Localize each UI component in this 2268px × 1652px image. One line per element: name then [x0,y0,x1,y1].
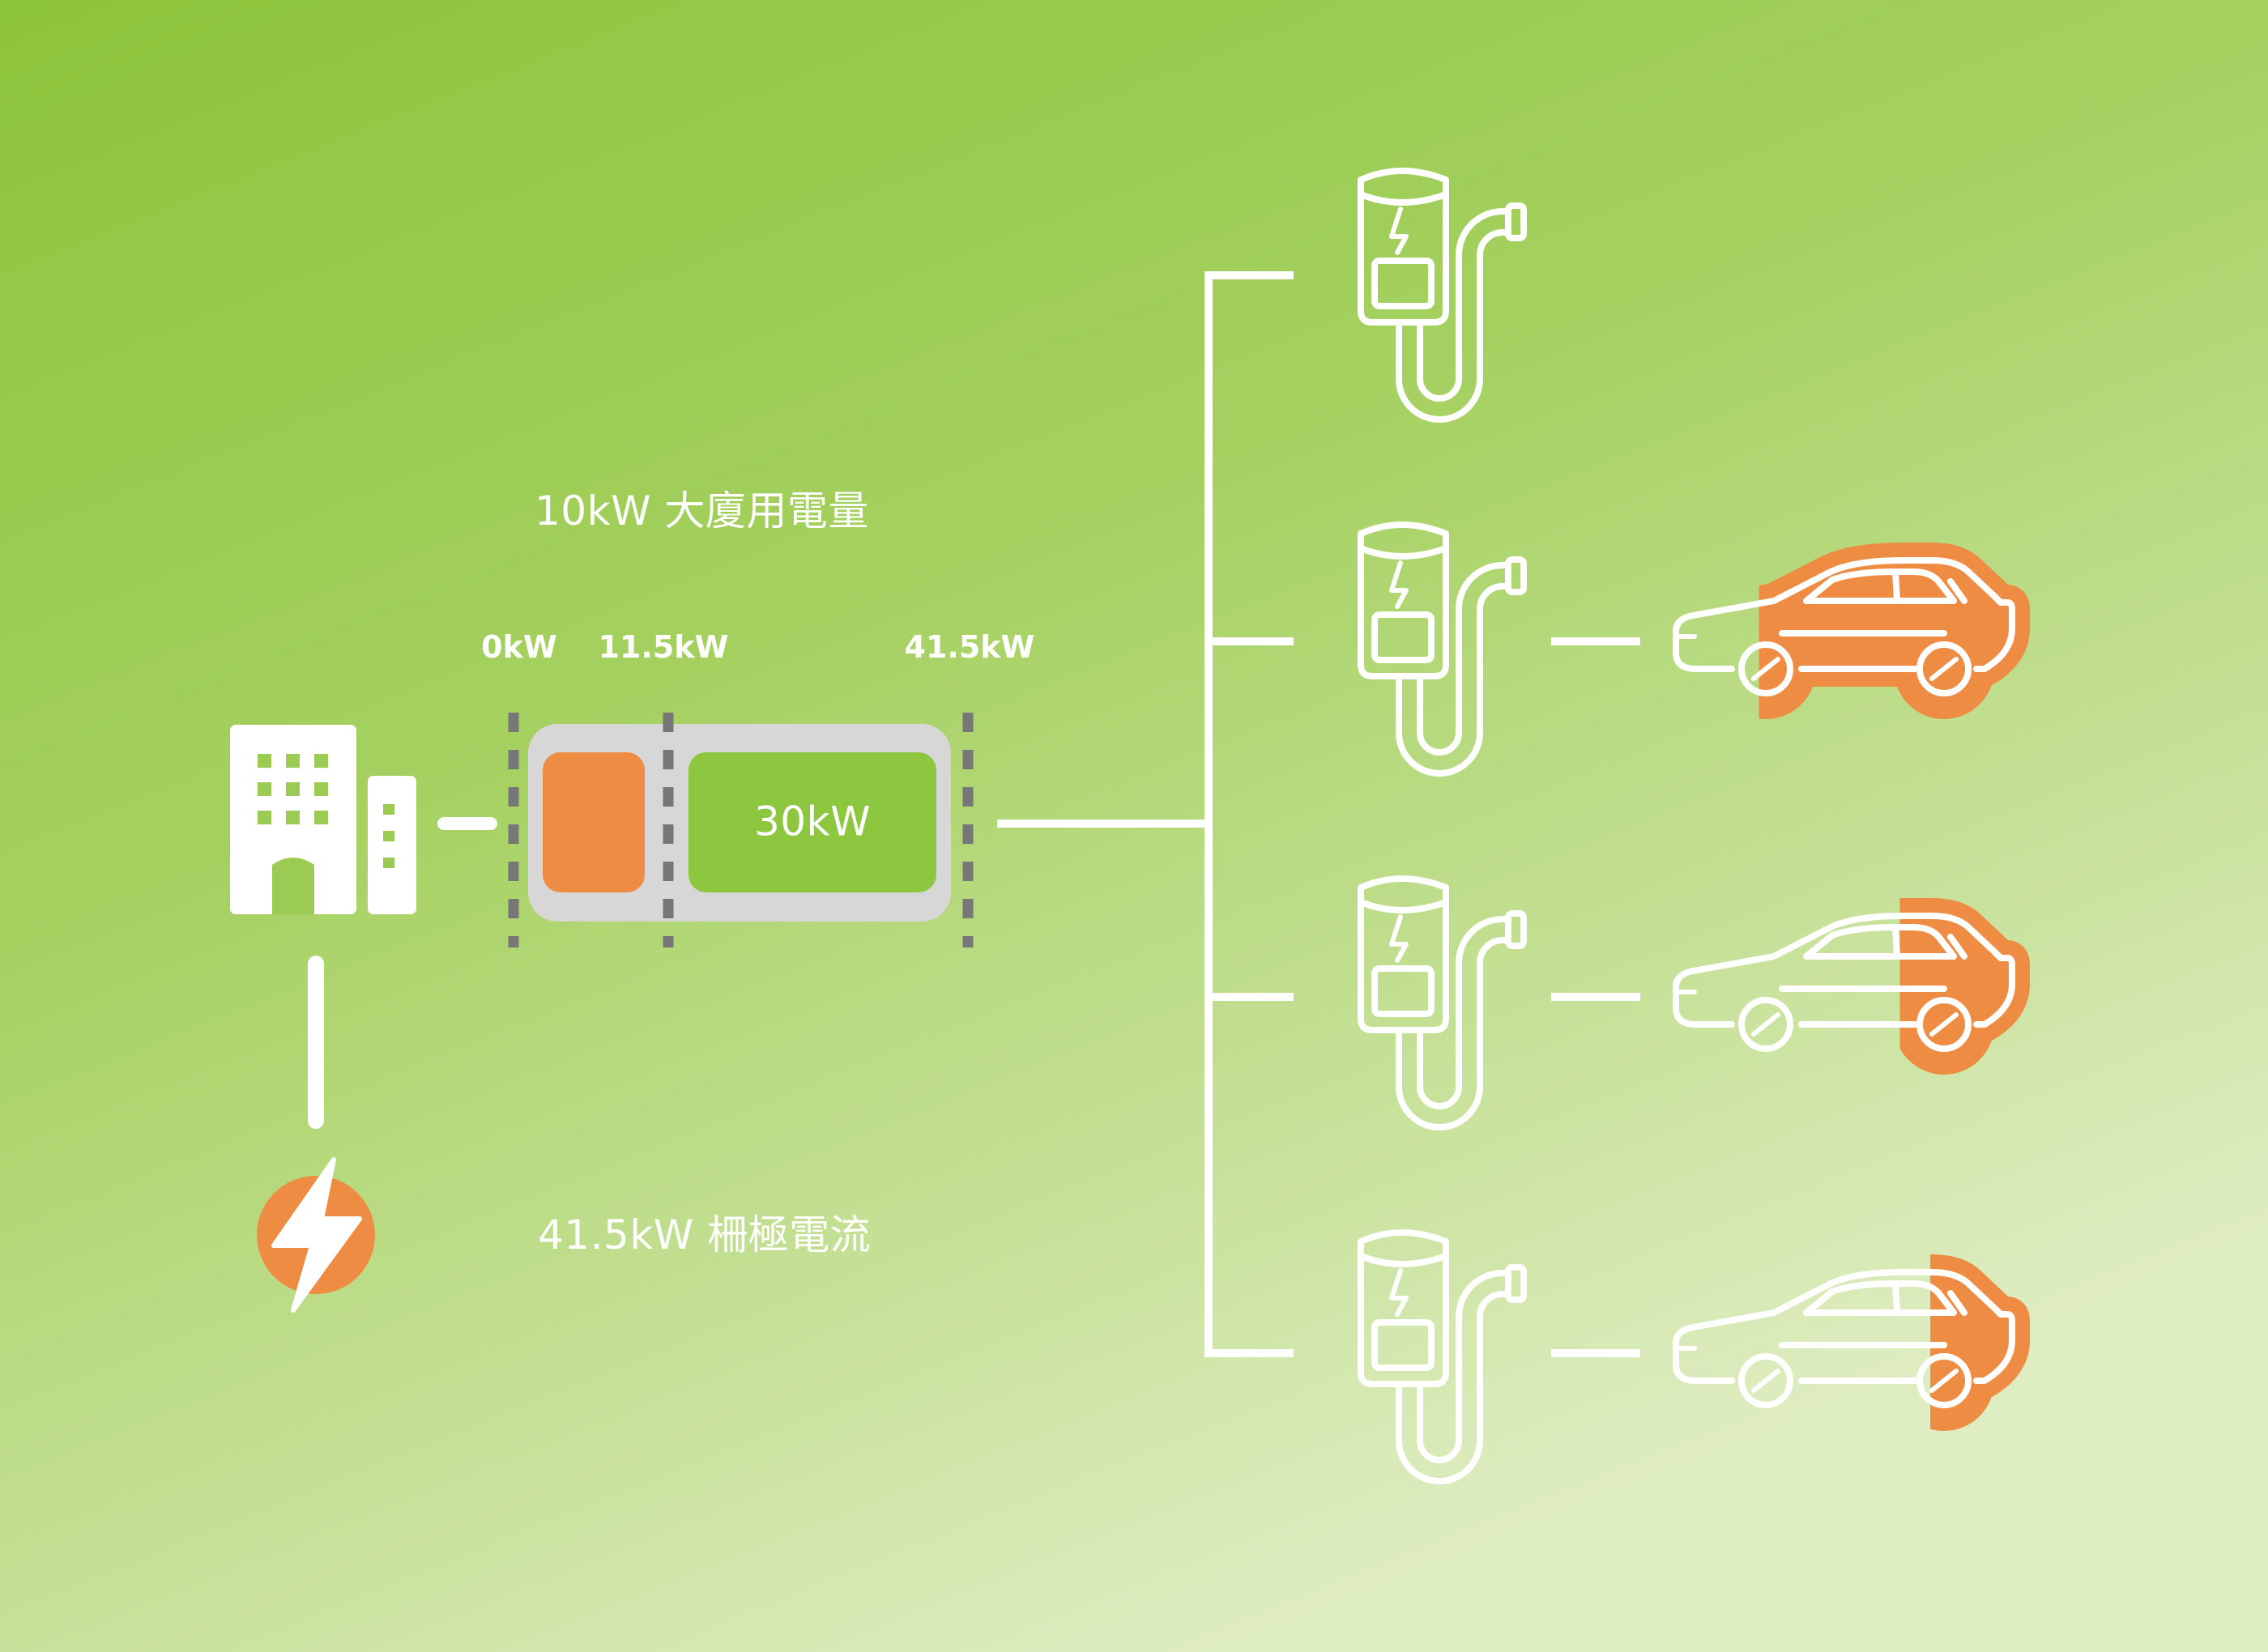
scale-label-end: 41.5kW [905,629,1035,665]
building-usage-segment [543,752,645,892]
grid-current-label: 41.5kW 柵極電流 [538,1211,871,1258]
capacity-bar: 30kW [528,724,951,922]
building-icon [230,725,416,914]
charger-car-connectors [1551,637,1640,1357]
capacity-value: 30kW [754,798,871,845]
distribution-lines [997,271,1294,1357]
building-usage-label: 10kW 大廈用電量 [535,488,869,534]
scale-label-start: 0kW [481,629,557,665]
available-capacity-segment [688,752,936,892]
scale-label-mid: 11.5kW [599,629,729,665]
lightning-bolt-icon [257,1157,375,1313]
